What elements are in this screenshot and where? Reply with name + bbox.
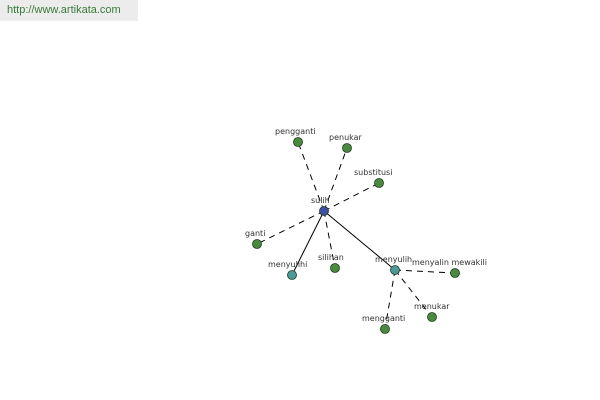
edge-sulih-silihan	[323, 210, 336, 269]
edge-menyulih-menyalin	[394, 269, 456, 274]
node-menyulih[interactable]	[390, 265, 400, 275]
node-label-menyalin[interactable]: menyalin mewakili	[412, 258, 487, 267]
node-substitusi[interactable]	[374, 178, 384, 188]
node-label-pengganti1[interactable]: pengganti	[275, 127, 316, 136]
node-label-penukar[interactable]: penukar	[329, 133, 363, 142]
node-silihan[interactable]	[330, 263, 340, 273]
node-menukar[interactable]	[427, 312, 437, 322]
edge-sulih-ganti	[256, 210, 325, 245]
edge-menyulih-menukar	[394, 269, 433, 318]
node-label-menukar[interactable]: menukar	[414, 302, 450, 311]
node-label-silihan[interactable]: silihan	[318, 253, 344, 262]
node-ganti[interactable]	[252, 239, 262, 249]
node-label-substitusi[interactable]: substitusi	[354, 168, 392, 177]
edge-menyulih-mengganti	[384, 269, 396, 330]
node-menyulihi[interactable]	[287, 270, 297, 280]
edge-sulih-penukar	[323, 147, 348, 212]
node-label-mengganti[interactable]: mengganti	[362, 314, 405, 323]
node-pengganti1[interactable]	[293, 137, 303, 147]
node-mengganti[interactable]	[380, 324, 390, 334]
edge-sulih-menyulih	[323, 210, 396, 271]
edge-sulih-pengganti1	[297, 141, 325, 212]
node-sulih[interactable]	[319, 206, 329, 216]
node-label-menyulihi[interactable]: menyulihi	[268, 260, 307, 269]
node-label-menyulih[interactable]: menyulih	[375, 255, 412, 264]
node-label-sulih[interactable]: sulih	[311, 196, 330, 205]
url-bar: http://www.artikata.com	[0, 0, 138, 21]
edge-sulih-menyulihi	[291, 210, 325, 276]
site-url-link[interactable]: http://www.artikata.com	[7, 4, 121, 16]
node-penukar[interactable]	[342, 143, 352, 153]
node-label-ganti[interactable]: ganti	[245, 229, 265, 238]
node-menyalin[interactable]	[450, 268, 460, 278]
